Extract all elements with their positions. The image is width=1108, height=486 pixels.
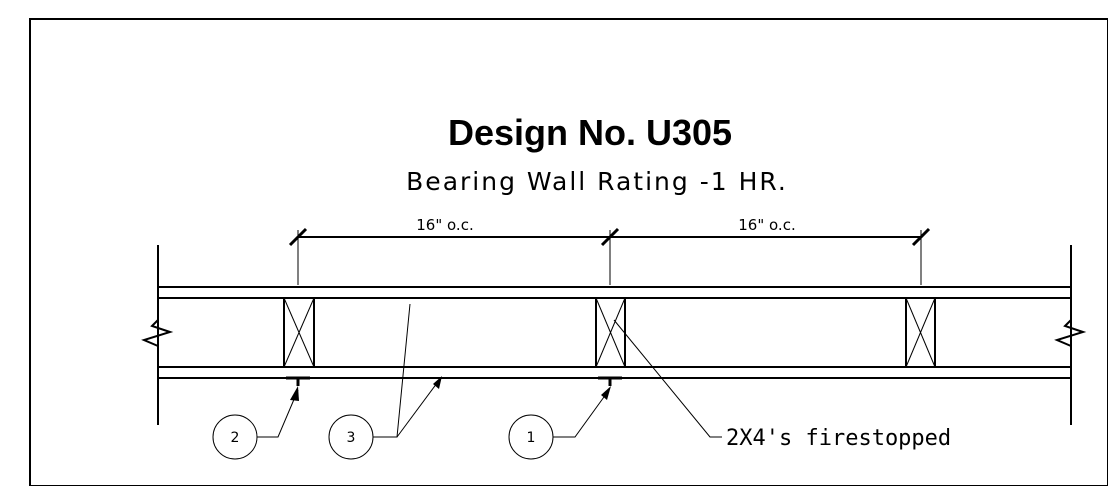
break-symbol-left	[141, 319, 174, 347]
screw-center	[598, 376, 622, 386]
dimension-label-right: 16" o.c.	[738, 216, 795, 234]
firestop-note: 2X4's firestopped	[726, 426, 951, 451]
stud-center	[595, 297, 626, 368]
drawing-border	[29, 18, 1108, 486]
tick-mark-center	[600, 227, 620, 247]
stud-left	[283, 297, 315, 368]
screw-left	[286, 376, 310, 386]
callout-3	[328, 303, 442, 460]
rating-subtitle: Bearing Wall Rating -1 HR.	[406, 167, 788, 196]
design-title: Design No. U305	[448, 112, 732, 153]
break-symbol-right	[1054, 319, 1087, 347]
callout-label-1: 1	[527, 430, 536, 446]
dimension-line	[288, 227, 931, 285]
callout-label-3: 3	[347, 430, 356, 446]
tick-mark-right	[911, 227, 931, 247]
stud-right	[905, 297, 936, 368]
callout-label-2: 2	[231, 430, 240, 446]
tick-mark-left	[288, 227, 308, 247]
note-leader	[613, 319, 722, 438]
dimension-label-left: 16" o.c.	[416, 216, 473, 234]
callout-2	[212, 386, 299, 460]
callout-1	[508, 386, 611, 460]
